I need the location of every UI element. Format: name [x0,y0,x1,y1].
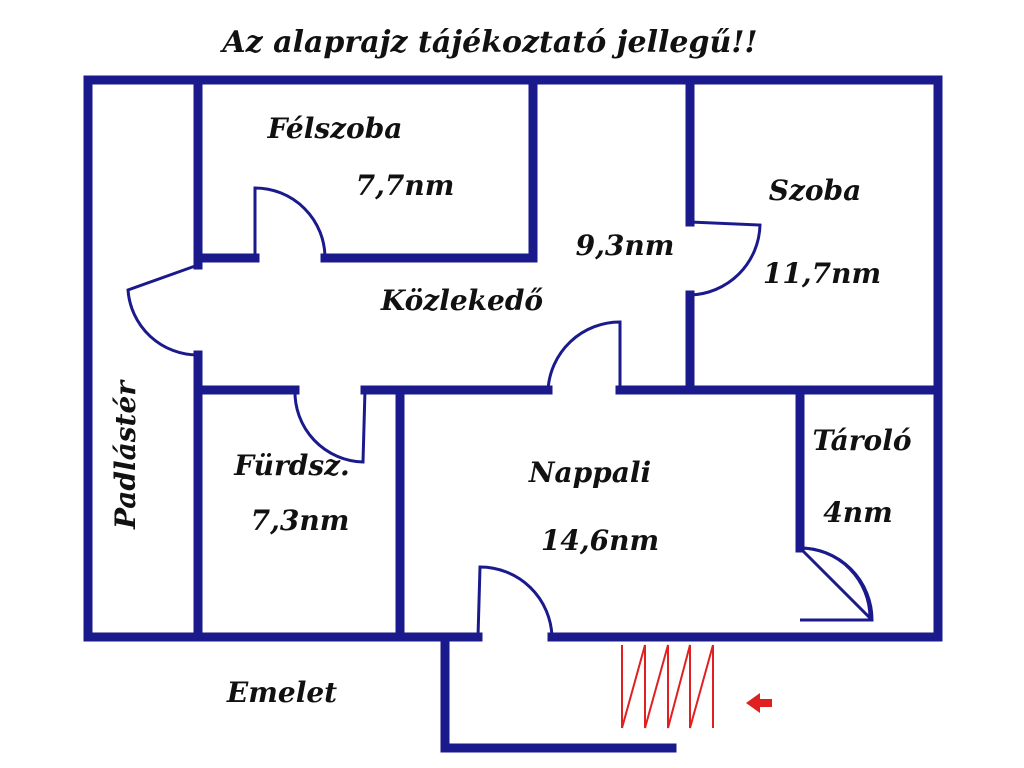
red-left-arrow-icon [746,693,772,713]
room-felszoba-name: Félszoba [267,112,403,145]
door-szoba [689,220,762,297]
room-tarolo-name: Tároló [812,424,911,457]
room-szoba-area: 11,7nm [763,257,881,290]
room-nappali-area: 14,6nm [541,524,659,557]
staircase-zigzag-icon [621,644,714,729]
door-felszoba [253,186,327,259]
doors [126,186,874,638]
room-labels: Félszoba 7,7nm 9,3nm Közlekedő Szoba 11,… [109,112,912,709]
room-nappali-name: Nappali [528,456,651,489]
room-kozlekedo-name: Közlekedő [380,284,544,317]
walls [83,75,943,753]
door-padlaster [126,263,199,357]
room-felszoba-area: 7,7nm [356,169,455,202]
emelet-label: Emelet [226,676,337,709]
room-tarolo-area: 4nm [823,496,892,529]
room-padlaster-name: Padlástér [109,379,142,530]
door-nappali-top [546,320,622,391]
door-furdo [293,389,367,464]
room-furdo-name: Fürdsz. [233,449,350,482]
plan-title: Az alaprajz tájékoztató jellegű!! [219,25,757,60]
room-furdo-area: 7,3nm [251,504,350,537]
room-kozlekedo-area: 9,3nm [576,229,675,262]
door-entrance [476,565,554,638]
room-szoba-name: Szoba [769,174,862,207]
